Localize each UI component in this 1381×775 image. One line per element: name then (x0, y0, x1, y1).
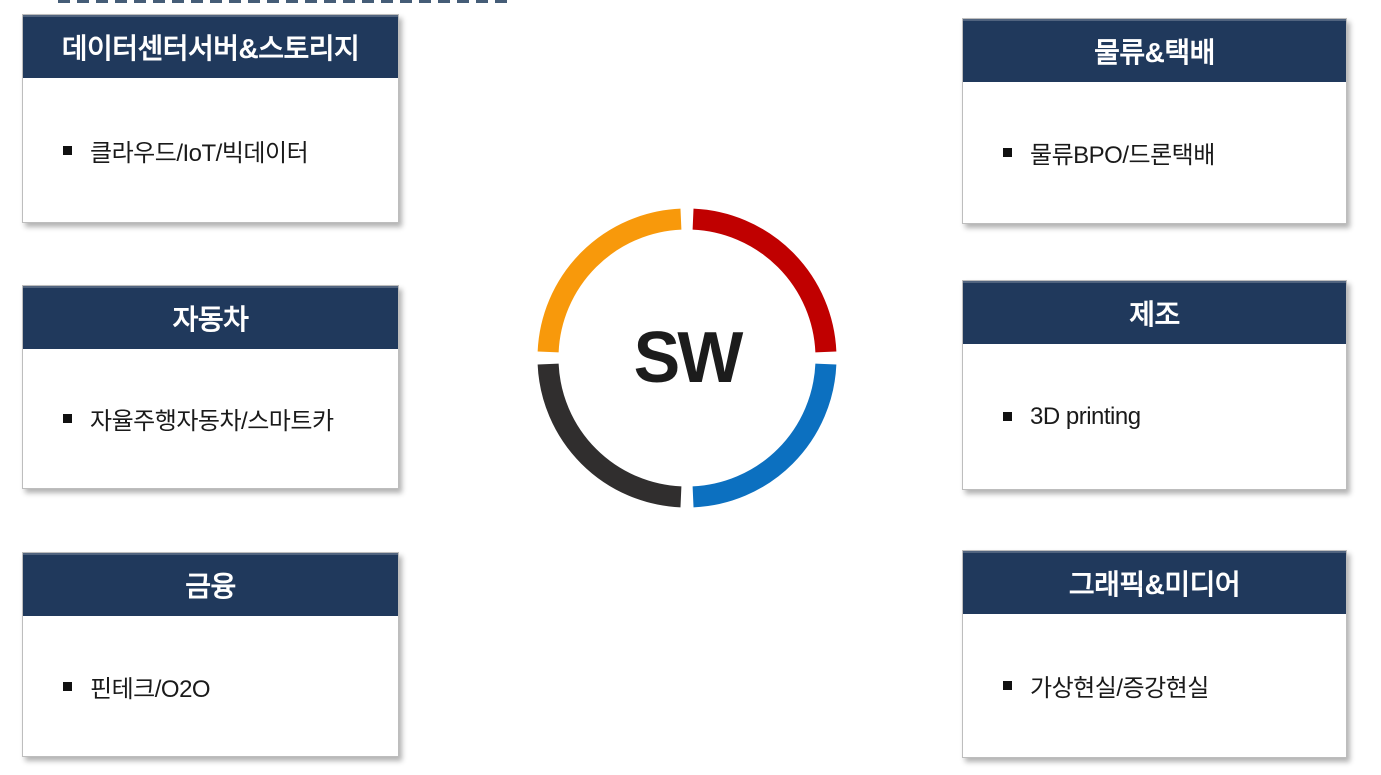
ring-segment-top-right (692, 208, 837, 353)
ring-segment-top-left (537, 208, 682, 353)
square-bullet-icon (1003, 412, 1012, 421)
list-item-label: 핀테크/O2O (90, 675, 211, 703)
panel-logistics-delivery: 물류&택배 물류BPO/드론택배 (962, 18, 1347, 224)
panel-title: 제조 (1129, 298, 1180, 330)
list-item-label: 가상현실/증강현실 (1030, 675, 1209, 702)
list-item-label: 자율주행자동차/스마트카 (90, 408, 334, 435)
panel-finance: 금융 핀테크/O2O (22, 552, 399, 757)
list-item: 핀테크/O2O (63, 669, 211, 704)
panel-header: 데이터센터서버&스토리지 (23, 15, 398, 78)
square-bullet-icon (1003, 148, 1012, 157)
panel-manufacturing: 제조 3D printing (962, 280, 1347, 490)
panel-body: 가상현실/증강현실 (963, 614, 1346, 757)
panel-header: 그래픽&미디어 (963, 551, 1346, 614)
panel-body: 클라우드/IoT/빅데이터 (23, 78, 398, 222)
ring-segment-bottom-right (692, 363, 837, 508)
list-item-label: 3D printing (1030, 402, 1141, 430)
square-bullet-icon (63, 145, 72, 155)
panel-title: 그래픽&미디어 (1068, 568, 1241, 600)
panel-body: 3D printing (963, 344, 1346, 489)
ring-segment-bottom-left (537, 363, 682, 508)
sw-ring-group: SW (537, 208, 837, 508)
panel-automobile: 자동차 자율주행자동차/스마트카 (22, 285, 399, 489)
panel-title: 금융 (185, 570, 236, 602)
square-bullet-icon (63, 681, 72, 691)
panel-body: 물류BPO/드론택배 (963, 82, 1346, 223)
square-bullet-icon (1003, 681, 1012, 690)
panel-title: 자동차 (172, 303, 249, 335)
panel-graphics-media: 그래픽&미디어 가상현실/증강현실 (962, 550, 1347, 758)
panel-header: 물류&택배 (963, 19, 1346, 82)
list-item: 물류BPO/드론택배 (1003, 135, 1215, 170)
sw-ring (537, 208, 837, 508)
panel-header: 자동차 (23, 286, 398, 349)
list-item: 자율주행자동차/스마트카 (63, 401, 334, 436)
list-item-label: 물류BPO/드론택배 (1030, 142, 1215, 169)
top-dashed-line-artifact (58, 0, 514, 3)
center-sw-label: SW (633, 318, 744, 398)
panel-body: 자율주행자동차/스마트카 (23, 349, 398, 488)
panel-header: 금융 (23, 553, 398, 616)
list-item: 3D printing (1003, 403, 1141, 431)
panel-header: 제조 (963, 281, 1346, 344)
panel-datacenter-server-storage: 데이터센터서버&스토리지 클라우드/IoT/빅데이터 (22, 14, 399, 223)
square-bullet-icon (63, 414, 72, 423)
list-item: 가상현실/증강현실 (1003, 668, 1209, 703)
list-item-label: 클라우드/IoT/빅데이터 (90, 139, 309, 167)
panel-title: 물류&택배 (1094, 36, 1215, 68)
panel-title: 데이터센터서버&스토리지 (61, 32, 360, 64)
list-item: 클라우드/IoT/빅데이터 (63, 133, 309, 168)
panel-body: 핀테크/O2O (23, 616, 398, 756)
